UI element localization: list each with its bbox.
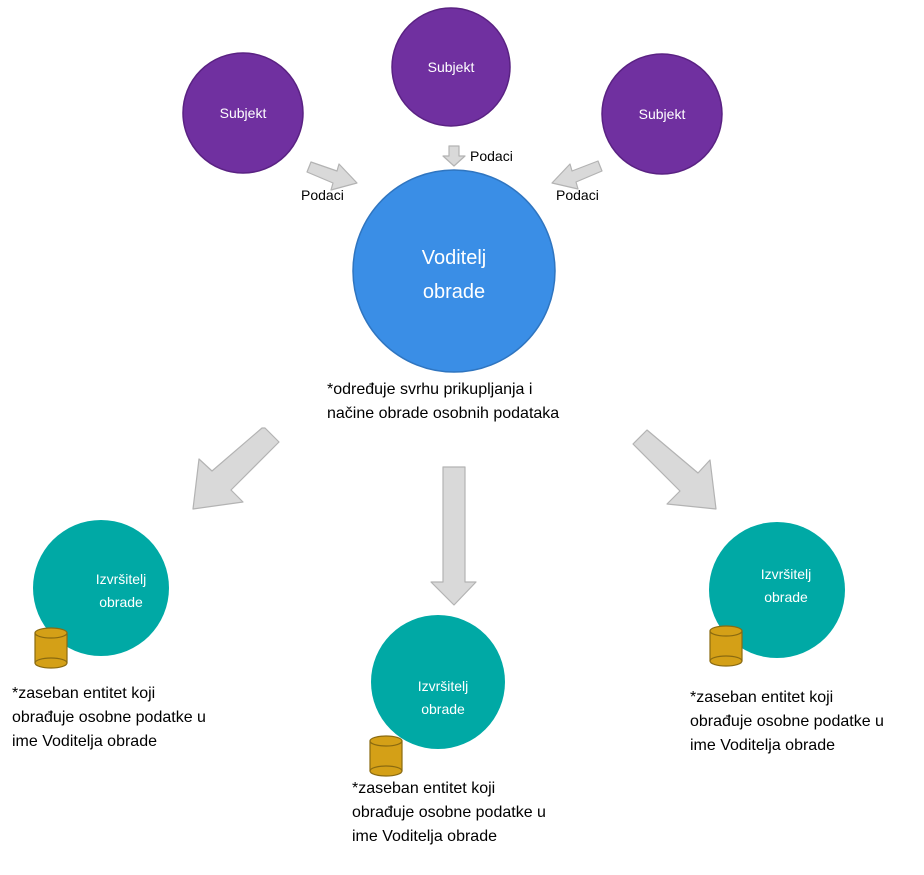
subject-node-right: Subjekt [601,53,723,175]
controller-label-line2: obrade [423,281,485,303]
processor-note-line3: ime Voditelja obrade [12,733,157,750]
processor-note-line1: *zaseban entitet koji [352,780,496,797]
subject-circle [601,53,723,175]
processor-note-line1: *zaseban entitet koji [690,689,834,706]
subject-circle [182,52,304,174]
processor-circle [709,522,845,658]
arrow-controller-to-processor-right [632,429,717,510]
database-icon [34,627,68,669]
controller-node: Voditelj obrade [352,169,556,373]
controller-note: *određuje svrhu prikupljanja i načine ob… [327,378,559,426]
processor-label-line2: obrade [99,594,143,610]
processor-note-line2: obrađuje osobne podatke u [352,804,546,821]
processor-note-line1: *zaseban entitet koji [12,685,156,702]
processor-note-line2: obrađuje osobne podatke u [12,709,206,726]
controller-note-line2: načine obrade osobnih podataka [327,405,560,422]
controller-circle [352,169,556,373]
processor-label-line1: Izvršitelj [761,566,812,582]
processor-label-line1: Izvršitelj [418,678,469,694]
flow-label-right: Podaci [556,187,599,203]
arrow-controller-to-processor-center [430,466,477,606]
arrow-subject-right-to-controller [551,160,603,190]
subject-label: Subjekt [639,106,686,122]
processor-note-line3: ime Voditelja obrade [690,737,835,754]
processor-label-line1: Izvršitelj [96,571,147,587]
subject-node-left: Subjekt [182,52,304,174]
arrow-subject-left-to-controller [306,161,358,191]
processor-note-right: *zaseban entitet koji obrađuje osobne po… [690,686,884,758]
processor-note-center: *zaseban entitet koji obrađuje osobne po… [352,777,546,849]
controller-note-line1: *određuje svrhu prikupljanja i [327,381,533,398]
processor-node-right: Izvršitelj obrade [709,522,845,658]
processor-node-left: Izvršitelj obrade [33,520,169,656]
flow-label-left: Podaci [301,187,344,203]
processor-note-line3: ime Voditelja obrade [352,828,497,845]
subject-circle [391,7,511,127]
processor-node-center: Izvršitelj obrade [371,615,505,749]
database-icon [369,735,403,777]
arrow-subject-center-to-controller [442,145,466,167]
processor-circle [33,520,169,656]
processor-circle [371,615,505,749]
processor-note-line2: obrađuje osobne podatke u [690,713,884,730]
database-icon [709,625,743,667]
subject-node-center: Subjekt [391,7,511,127]
subject-label: Subjekt [220,105,267,121]
processor-note-left: *zaseban entitet koji obrađuje osobne po… [12,682,206,754]
arrow-controller-to-processor-left [192,427,280,510]
subject-label: Subjekt [428,59,475,75]
processor-label-line2: obrade [421,701,465,717]
controller-label-line1: Voditelj [422,247,487,269]
flow-label-center: Podaci [470,148,513,164]
processor-label-line2: obrade [764,589,808,605]
